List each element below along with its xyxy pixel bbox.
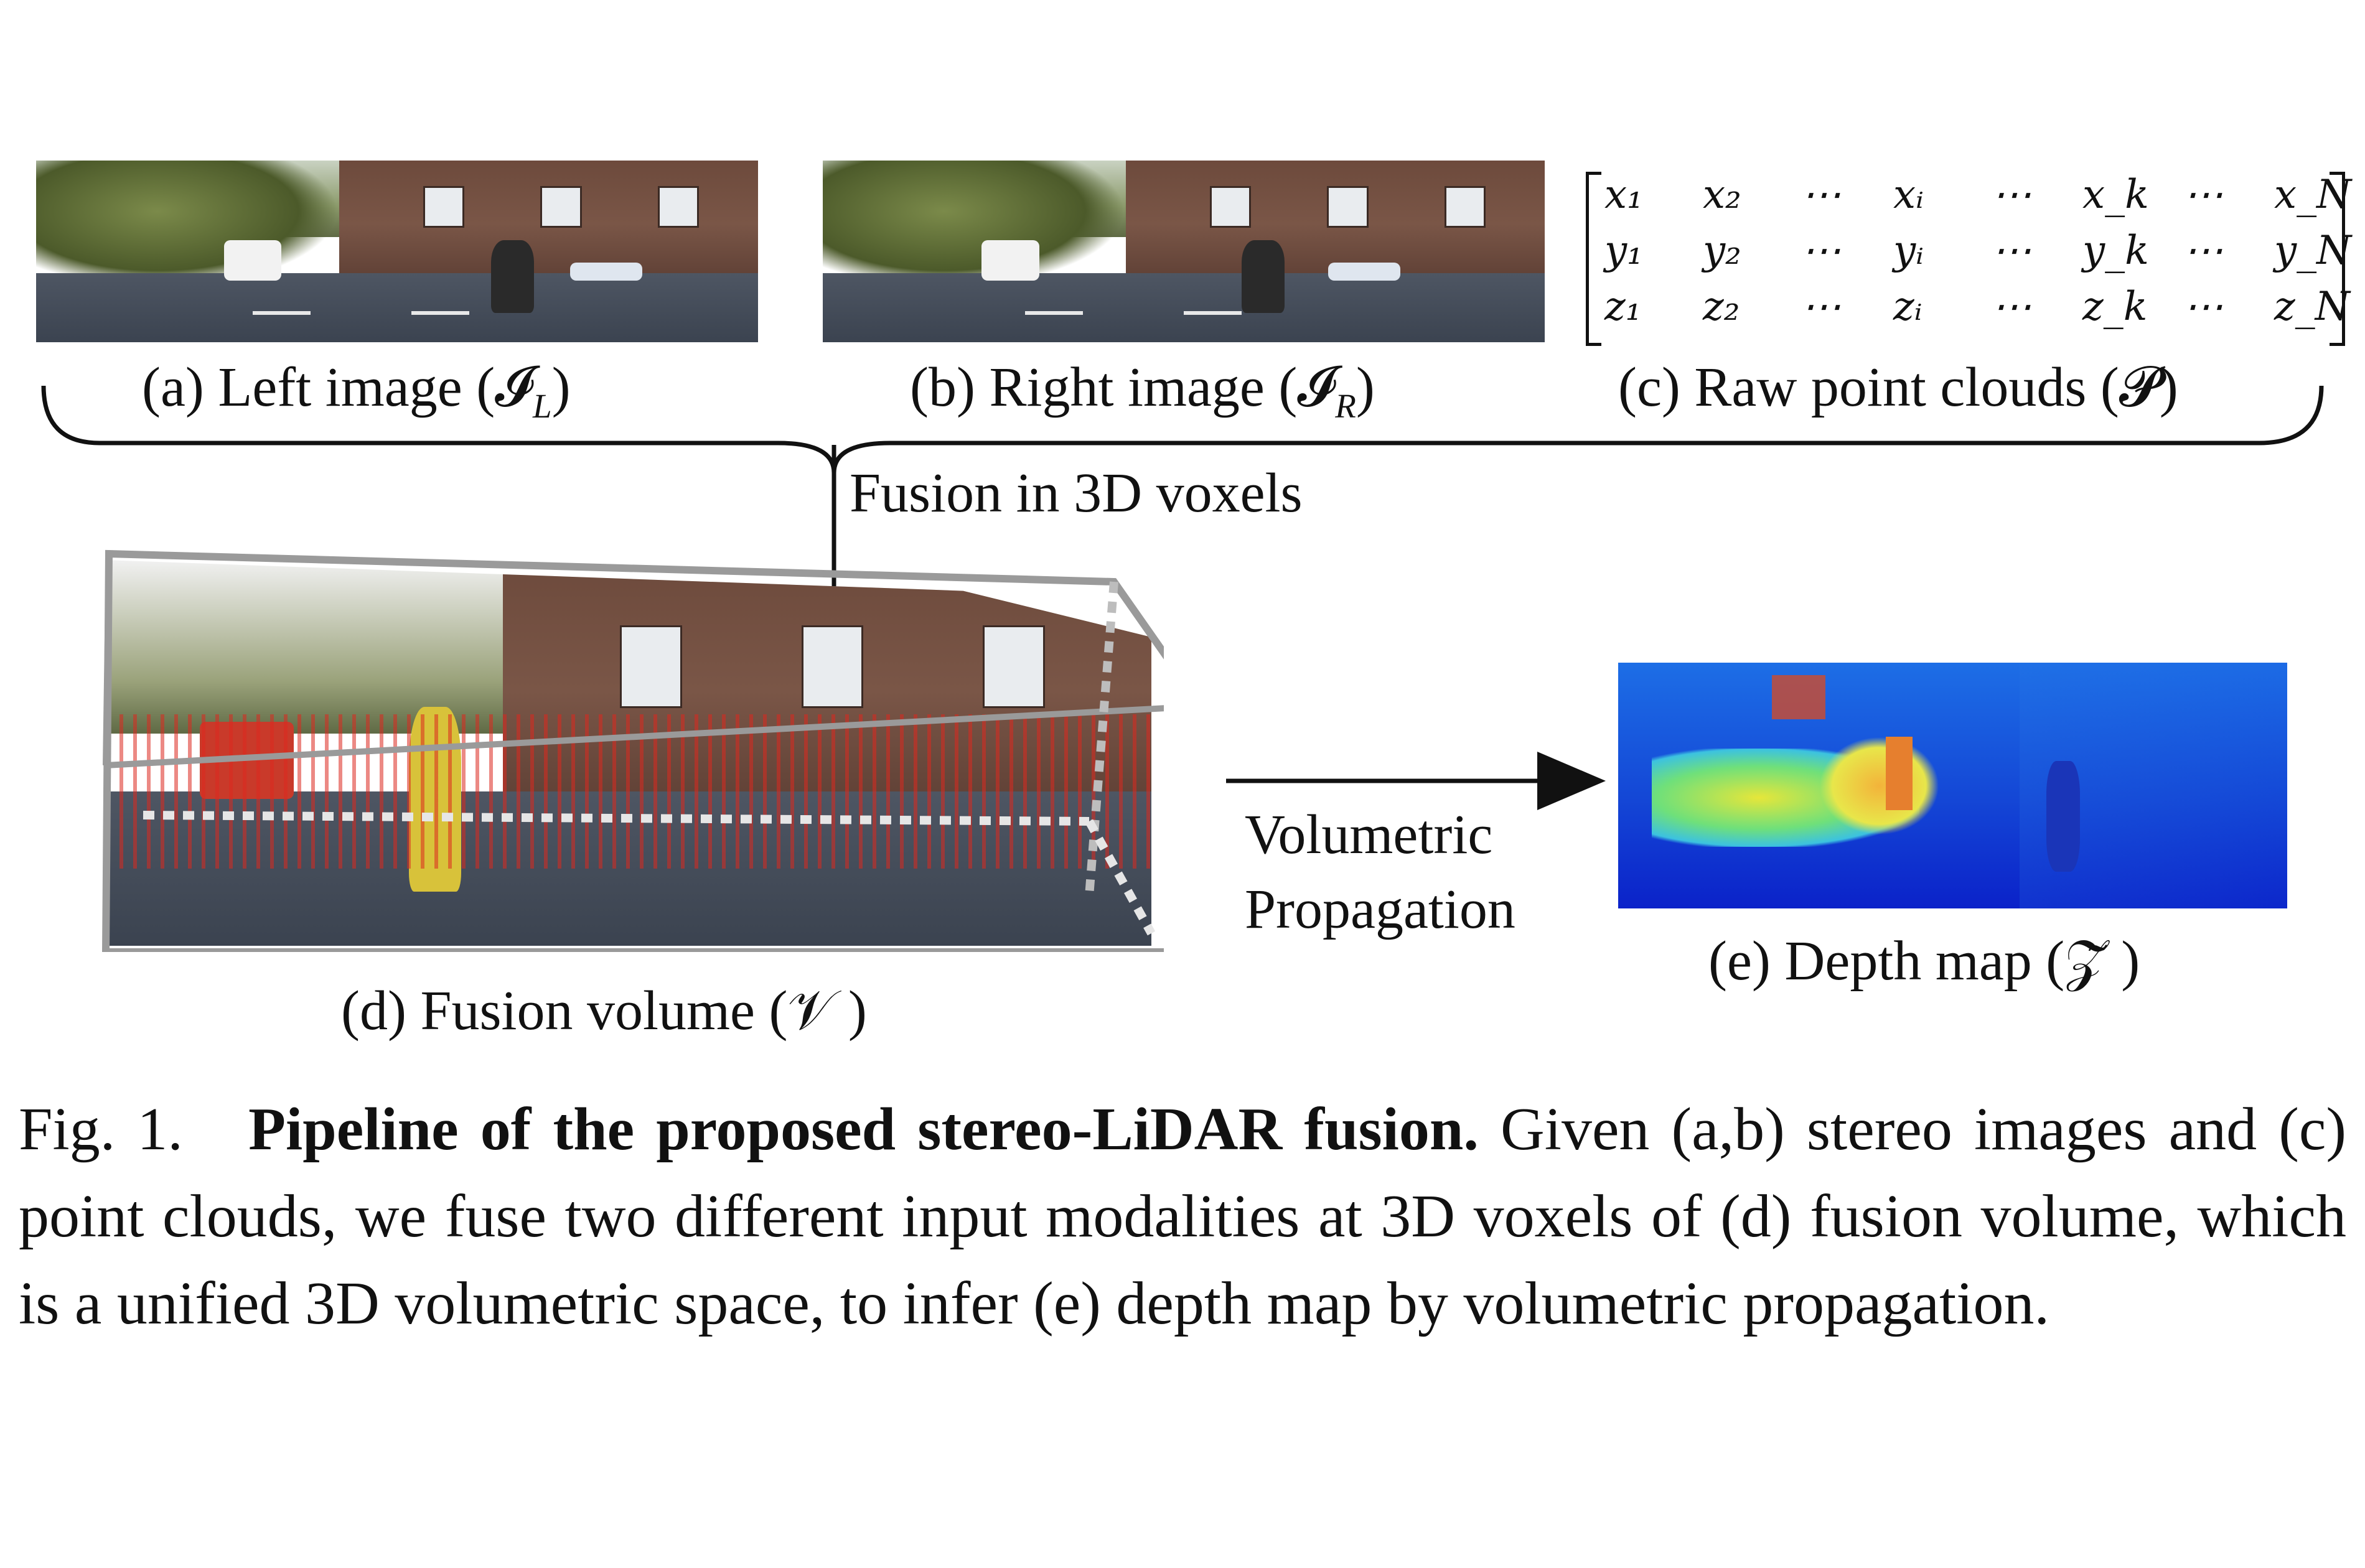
right-image <box>823 161 1545 342</box>
matrix-cell: y_N <box>2274 228 2352 274</box>
fusion-volume-image <box>93 548 1164 952</box>
matrix-row-z: z₁ z₂ ⋯ zᵢ ⋯ z_k ⋯ z_N <box>1586 284 2350 334</box>
matrix-cell: zᵢ <box>1893 284 1922 330</box>
matrix-left-bracket <box>1586 172 1601 346</box>
right-image-caption: (b) Right image (𝓘R) <box>910 357 1375 425</box>
left-image-caption: (a) Left image (𝓘L) <box>142 357 571 425</box>
matrix-row-x: x₁ x₂ ⋯ xᵢ ⋯ x_k ⋯ x_N <box>1586 172 2351 222</box>
point-cloud-caption: (c) Raw point clouds (𝓟) <box>1618 357 2178 418</box>
matrix-cell: ⋯ <box>1801 172 1841 218</box>
matrix-cell: x₂ <box>1703 172 1741 218</box>
grouping-brace <box>41 385 2324 474</box>
propagation-label: Volumetric Propagation <box>1245 804 1515 940</box>
matrix-cell: x_N <box>2274 172 2352 218</box>
matrix-cell: y₁ <box>1604 228 1643 274</box>
matrix-cell: ⋯ <box>2183 228 2223 274</box>
fusion-volume-caption: (d) Fusion volume (𝒱 ) <box>341 980 867 1042</box>
matrix-row-y: y₁ y₂ ⋯ yᵢ ⋯ y_k ⋯ y_N <box>1586 228 2351 278</box>
matrix-cell: z_k <box>2082 284 2148 330</box>
fusion-label: Fusion in 3D voxels <box>850 462 1303 524</box>
matrix-cell: ⋯ <box>1992 284 2031 330</box>
matrix-cell: ⋯ <box>2183 172 2223 218</box>
figure-caption: Fig. 1. Pipeline of the proposed stereo-… <box>19 1086 2346 1347</box>
point-cloud-matrix: x₁ x₂ ⋯ xᵢ ⋯ x_k ⋯ x_N y₁ y₂ ⋯ yᵢ ⋯ y_k … <box>1586 172 2351 346</box>
matrix-cell: z₂ <box>1703 284 1740 330</box>
matrix-cell: ⋯ <box>1992 172 2031 218</box>
propagation-arrowhead <box>1537 752 1606 810</box>
matrix-cell: y₂ <box>1703 228 1741 274</box>
matrix-cell: ⋯ <box>1992 228 2031 274</box>
figure-number: Fig. 1. <box>19 1096 183 1163</box>
matrix-cell: ⋯ <box>2183 284 2223 330</box>
matrix-cell: ⋯ <box>1801 284 1841 330</box>
matrix-cell: x_k <box>2082 172 2149 218</box>
caption-body: Given (a,b) stereo images and (c) point … <box>19 1096 2347 1337</box>
matrix-cell: y_k <box>2082 228 2149 274</box>
matrix-cell: z_N <box>2274 284 2350 330</box>
matrix-cell: xᵢ <box>1893 172 1924 218</box>
left-image <box>36 161 758 342</box>
depth-map-caption: (e) Depth map (𝒵̃ ) <box>1708 930 2140 992</box>
depth-map-image <box>1618 663 2287 908</box>
matrix-cell: x₁ <box>1604 172 1643 218</box>
caption-title: Pipeline of the proposed stereo-LiDAR fu… <box>248 1096 1479 1163</box>
matrix-cell: ⋯ <box>1801 228 1841 274</box>
matrix-cell: yᵢ <box>1893 228 1924 274</box>
matrix-cell: z₁ <box>1604 284 1642 330</box>
matrix-right-bracket <box>2330 172 2345 346</box>
fusion-volume-frame <box>101 549 1164 952</box>
